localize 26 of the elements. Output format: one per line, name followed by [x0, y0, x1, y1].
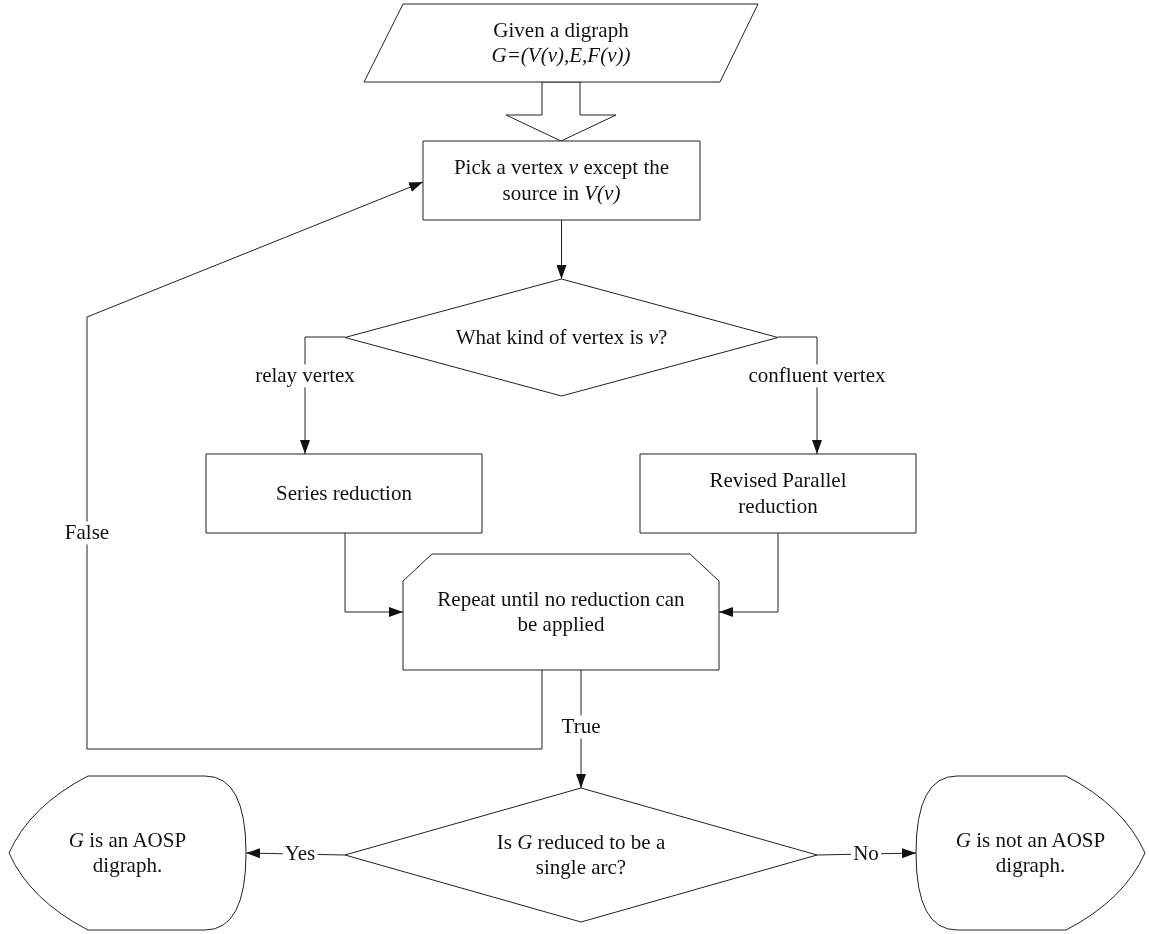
node-text: G is not an AOSP digraph.	[954, 827, 1107, 879]
input-parallelogram	[364, 4, 758, 82]
edge-label: False	[62, 521, 112, 545]
block-arrow	[505, 81, 617, 142]
process-box	[206, 454, 482, 533]
edge-label: confluent vertex	[746, 364, 888, 388]
edge-label: True	[559, 715, 603, 739]
node-text: Series reduction	[276, 480, 412, 507]
node-text: Pick a vertex v except the source in V(v)	[452, 155, 671, 206]
decision-diamond	[345, 788, 817, 922]
arrow	[344, 532, 404, 617]
arrow	[86, 181, 543, 750]
display-shape	[916, 776, 1145, 930]
process-box	[423, 141, 700, 220]
edge-label: relay vertex	[253, 364, 357, 388]
node-text: What kind of vertex is v?	[455, 324, 668, 351]
node-text: Repeat until no reduction can be applied	[436, 586, 686, 638]
node-text: Is G reduced to be a single arc?	[495, 829, 667, 881]
arrow	[718, 532, 779, 617]
process-box	[640, 454, 916, 533]
node-text: Given a digraph G=(V(v),E,F(v))	[490, 17, 632, 69]
node-text: Revised Parallel reduction	[708, 468, 848, 519]
loop-limit-box	[403, 554, 719, 670]
arrow	[556, 219, 567, 280]
node-text: G is an AOSP digraph.	[67, 827, 188, 879]
display-shape	[9, 776, 246, 930]
